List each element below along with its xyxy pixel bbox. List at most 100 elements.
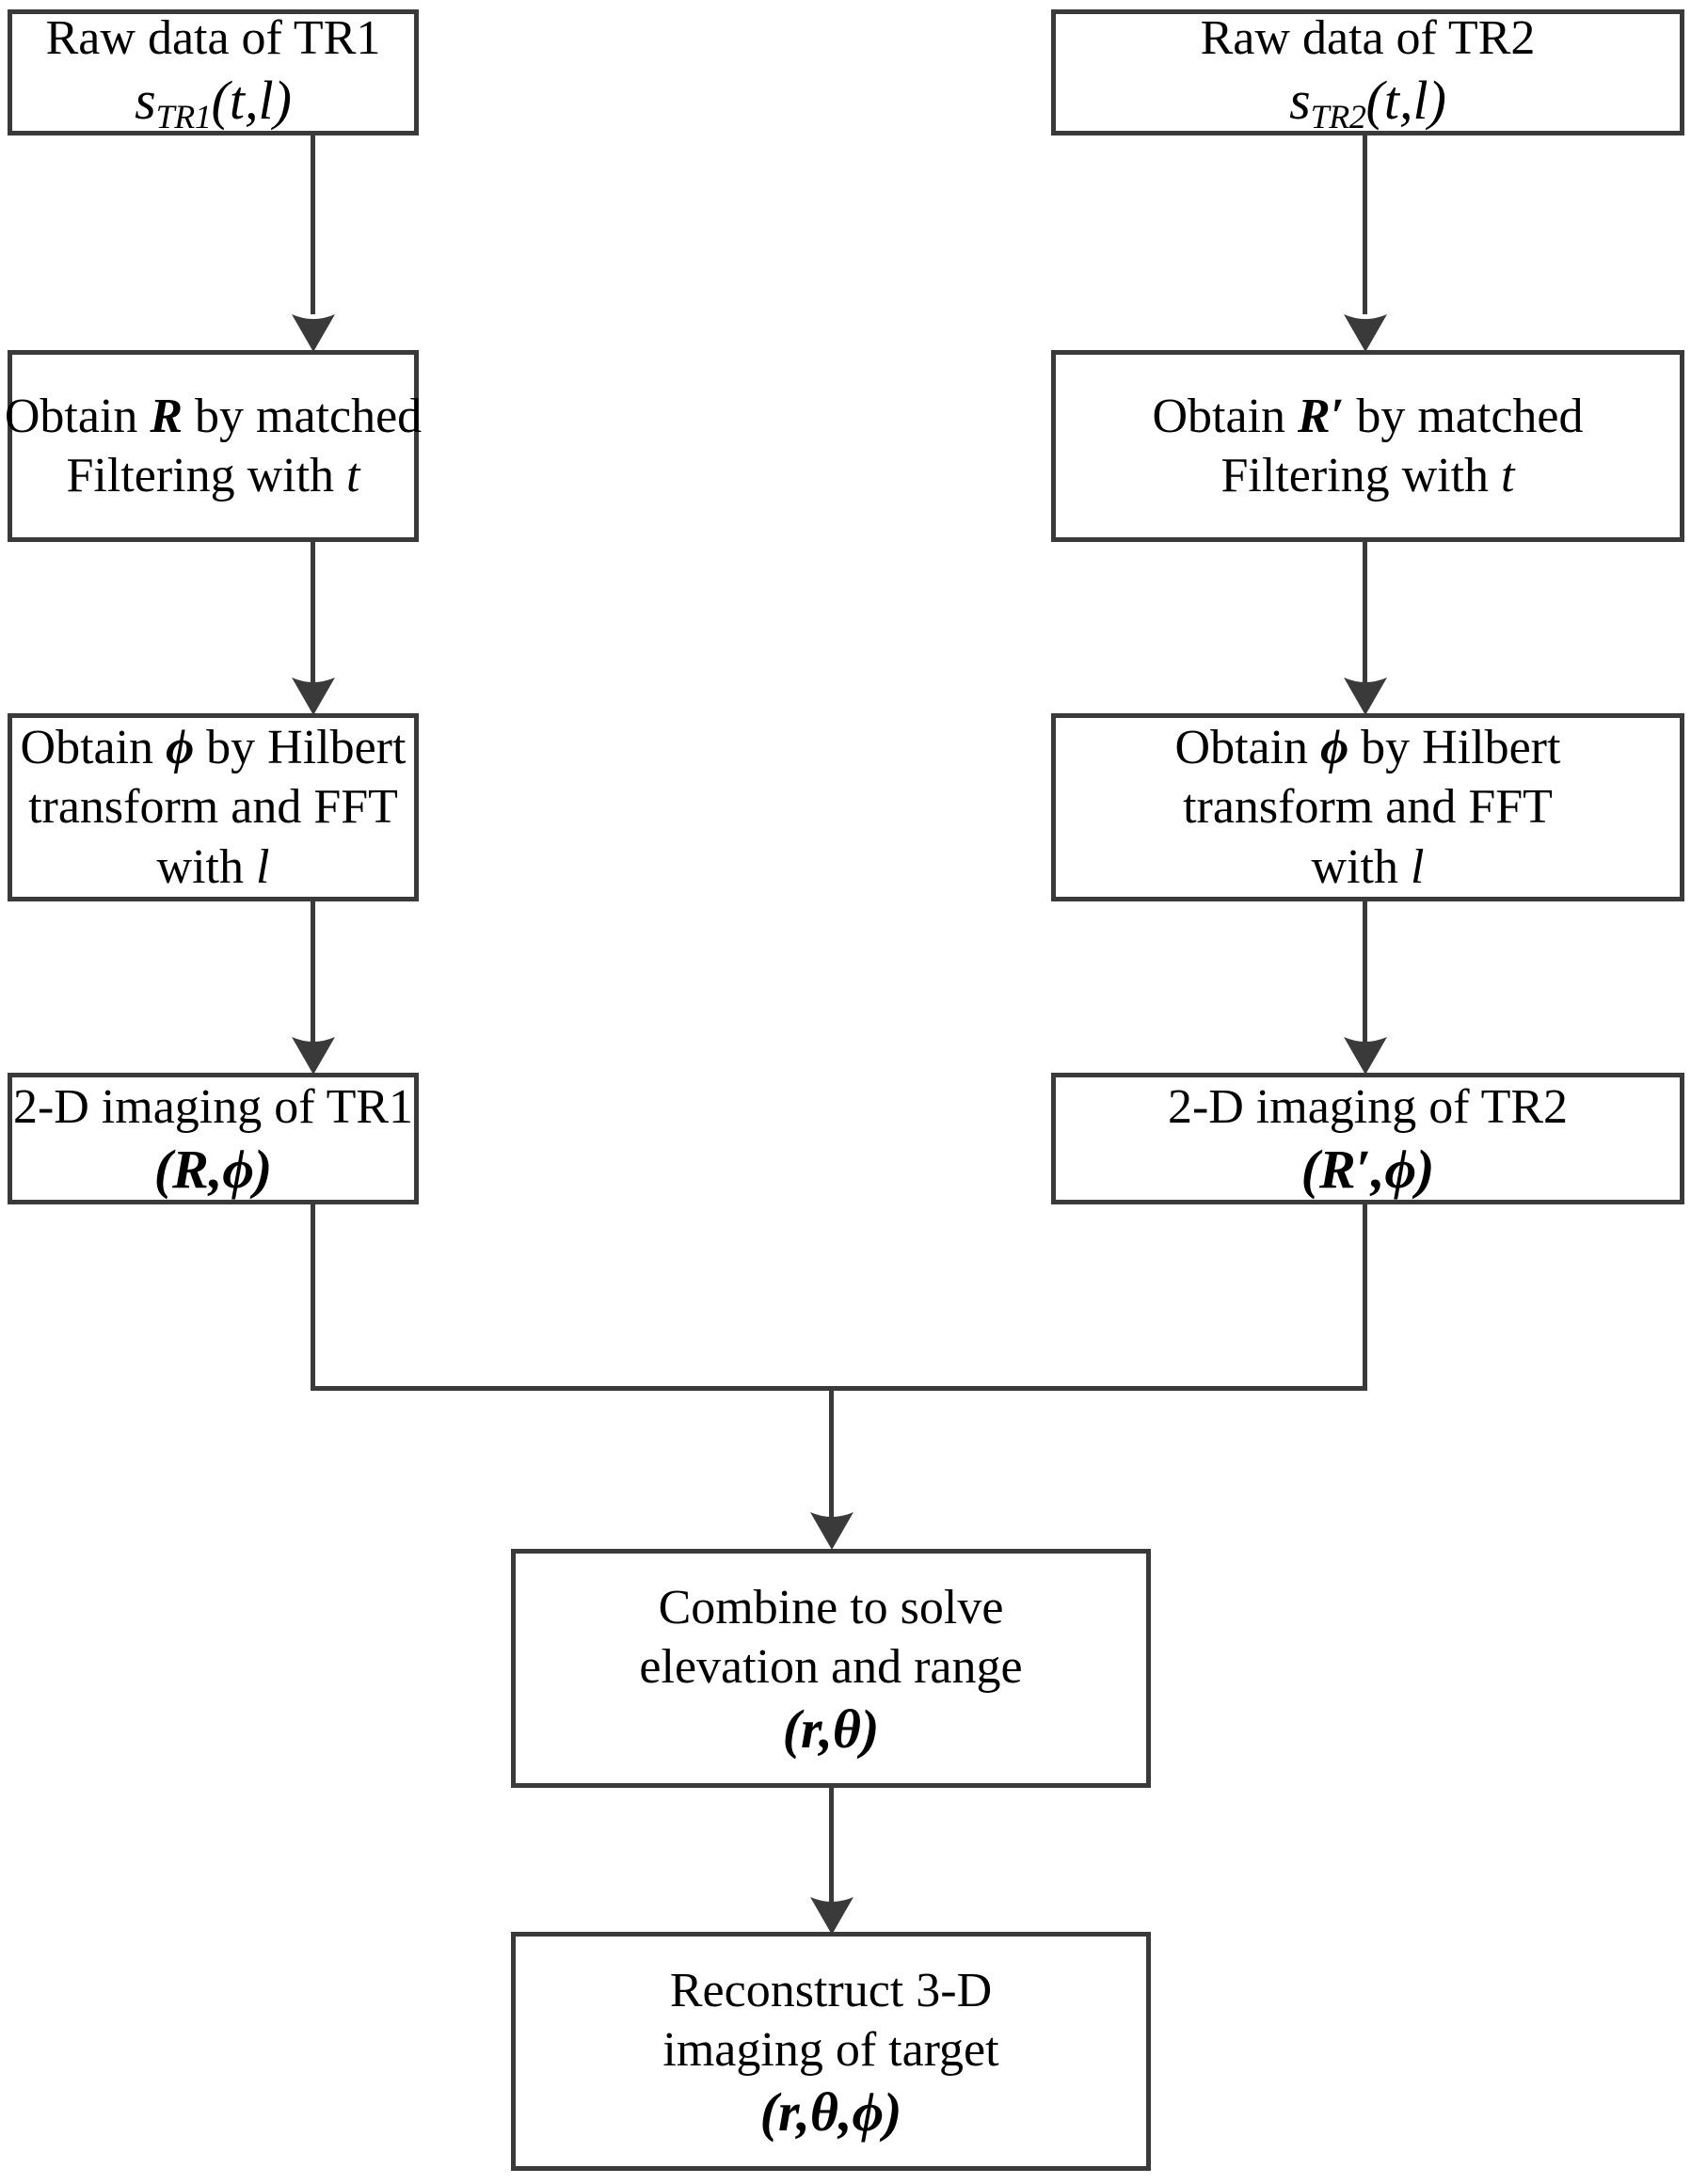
node-imaging-tr2-title: 2-D imaging of TR2: [1167, 1080, 1569, 1135]
node-hilbert-tr2[interactable]: Obtain ϕ by Hilbert transform and FFT wi…: [1051, 713, 1684, 901]
math-symbol-theta: θ: [809, 2080, 838, 2143]
math-symbol-R: R: [150, 389, 183, 443]
math-paren-open: (: [759, 2080, 778, 2143]
connector-raw-tr2-to-matched-tr2: [1363, 136, 1367, 314]
math-symbol-R: R: [172, 1138, 209, 1200]
math-symbol-s: s: [1289, 69, 1311, 131]
math-paren-close: ): [884, 2080, 902, 2143]
node-hilbert-tr1[interactable]: Obtain ϕ by Hilbert transform and FFT wi…: [8, 713, 419, 901]
node-raw-data-tr1-title: Raw data of TR1: [45, 11, 381, 66]
math-symbol-t: t: [1501, 449, 1515, 502]
text-filtering-with: Filtering with: [1220, 449, 1502, 502]
arrowhead-combine-to-reconstruct: [810, 1893, 853, 1935]
node-matched-filter-tr1[interactable]: Obtain R by matched Filtering with t: [5, 350, 422, 542]
connector-imaging-tr1-down: [311, 1204, 315, 1391]
node-matched-filter-tr2[interactable]: Obtain R′ by matched Filtering with t: [1051, 350, 1684, 542]
math-symbol-R: R: [1318, 1138, 1356, 1200]
node-raw-data-tr2-title: Raw data of TR2: [1200, 11, 1536, 66]
math-args-tl: (t,l): [1365, 69, 1446, 131]
text-with: with: [1311, 839, 1411, 894]
node-hilbert-tr1-line3: with l: [157, 837, 270, 897]
math-prime: ′: [1330, 389, 1345, 443]
math-args-tl: (t,l): [211, 69, 292, 131]
text-obtain: Obtain: [1152, 389, 1299, 443]
math-symbol-theta: θ: [832, 1698, 861, 1760]
math-symbol-R: R: [1298, 389, 1331, 443]
node-imaging-tr1-formula: (R,ϕ): [153, 1138, 273, 1200]
node-hilbert-tr2-line1: Obtain ϕ by Hilbert: [1175, 718, 1561, 777]
connector-merge-bar: [311, 1386, 1367, 1391]
math-subscript-tr2: TR2: [1310, 97, 1366, 136]
node-reconstruct-formula: (r,θ,ϕ): [759, 2080, 902, 2143]
math-symbol-phi: ϕ: [852, 2080, 885, 2143]
text-by-hilbert: by Hilbert: [1348, 720, 1561, 774]
connector-raw-tr1-to-matched-tr1: [311, 136, 315, 314]
arrowhead-matched-tr1-to-hilbert-tr1: [292, 674, 335, 715]
node-combine-formula: (r,θ): [782, 1698, 880, 1760]
connector-imaging-tr2-down: [1363, 1204, 1367, 1391]
math-symbol-t: t: [346, 449, 360, 502]
math-subscript-tr1: TR1: [155, 97, 212, 136]
arrowhead-merge-to-combine: [810, 1508, 853, 1550]
math-paren-open: (: [153, 1138, 173, 1200]
node-matched-filter-tr1-line2: Filtering with t: [66, 446, 359, 505]
text-by-hilbert: by Hilbert: [194, 720, 407, 774]
math-paren-open: (: [1300, 1138, 1319, 1200]
node-hilbert-tr1-line1: Obtain ϕ by Hilbert: [21, 718, 407, 777]
node-combine-line1: Combine to solve: [658, 1580, 1004, 1634]
node-hilbert-tr2-line2: transform and FFT: [1183, 780, 1553, 835]
connector-hilbert-tr1-to-imaging-tr1: [311, 901, 315, 1047]
node-hilbert-tr1-line2: transform and FFT: [28, 780, 398, 835]
text-by-matched: by matched: [183, 389, 423, 443]
node-raw-data-tr2[interactable]: Raw data of TR2 sTR2(t,l): [1051, 9, 1684, 136]
node-hilbert-tr2-line3: with l: [1312, 837, 1425, 897]
math-comma: ,: [1370, 1138, 1385, 1200]
node-raw-data-tr1-formula: sTR1(t,l): [135, 71, 292, 136]
arrowhead-hilbert-tr1-to-imaging-tr1: [292, 1033, 335, 1075]
math-symbol-s: s: [135, 69, 156, 131]
connector-combine-to-reconstruct: [829, 1788, 834, 1905]
math-symbol-phi: ϕ: [222, 1138, 254, 1200]
math-comma: ,: [838, 2080, 853, 2143]
connector-matched-tr1-to-hilbert-tr1: [311, 542, 315, 688]
text-obtain: Obtain: [4, 389, 151, 443]
math-symbol-r: r: [801, 1698, 820, 1760]
node-reconstruct-line1: Reconstruct 3-D: [669, 1963, 993, 2017]
node-reconstruct-line2: imaging of target: [662, 2023, 999, 2078]
arrowhead-matched-tr2-to-hilbert-tr2: [1344, 674, 1387, 715]
arrowhead-raw-tr1-to-matched-tr1: [292, 311, 335, 352]
node-combine-elevation-range[interactable]: Combine to solve elevation and range (r,…: [511, 1549, 1151, 1788]
node-imaging-tr1[interactable]: 2-D imaging of TR1 (R,ϕ): [8, 1073, 419, 1204]
text-filtering-with: Filtering with: [66, 449, 347, 502]
math-paren-close: ): [1416, 1138, 1435, 1200]
text-with: with: [156, 839, 256, 894]
node-matched-filter-tr2-line2: Filtering with t: [1220, 446, 1514, 505]
node-raw-data-tr1[interactable]: Raw data of TR1 sTR1(t,l): [8, 9, 419, 136]
node-imaging-tr2-formula: (R′,ϕ): [1300, 1138, 1435, 1200]
node-imaging-tr1-title: 2-D imaging of TR1: [12, 1080, 414, 1135]
node-matched-filter-tr2-line1: Obtain R′ by matched: [1153, 387, 1584, 446]
math-symbol-phi: ϕ: [1384, 1138, 1417, 1200]
text-obtain: Obtain: [1174, 720, 1321, 774]
math-symbol-l: l: [1411, 839, 1425, 894]
math-comma: ,: [208, 1138, 223, 1200]
math-symbol-r: r: [777, 2080, 797, 2143]
arrowhead-hilbert-tr2-to-imaging-tr2: [1344, 1033, 1387, 1075]
text-obtain: Obtain: [20, 720, 167, 774]
math-symbol-phi: ϕ: [1320, 720, 1349, 774]
math-comma: ,: [796, 2080, 810, 2143]
math-symbol-phi: ϕ: [166, 720, 195, 774]
math-prime: ′: [1355, 1138, 1371, 1200]
math-paren-open: (: [782, 1698, 801, 1760]
math-paren-close: ): [253, 1138, 273, 1200]
node-matched-filter-tr1-line1: Obtain R by matched: [5, 387, 422, 446]
math-comma: ,: [819, 1698, 833, 1760]
text-by-matched: by matched: [1344, 389, 1584, 443]
math-symbol-l: l: [256, 839, 270, 894]
node-reconstruct-3d[interactable]: Reconstruct 3-D imaging of target (r,θ,ϕ…: [511, 1932, 1151, 2171]
connector-matched-tr2-to-hilbert-tr2: [1363, 542, 1367, 688]
node-raw-data-tr2-formula: sTR2(t,l): [1289, 71, 1446, 136]
node-imaging-tr2[interactable]: 2-D imaging of TR2 (R′,ϕ): [1051, 1073, 1684, 1204]
node-combine-line2: elevation and range: [639, 1640, 1023, 1695]
